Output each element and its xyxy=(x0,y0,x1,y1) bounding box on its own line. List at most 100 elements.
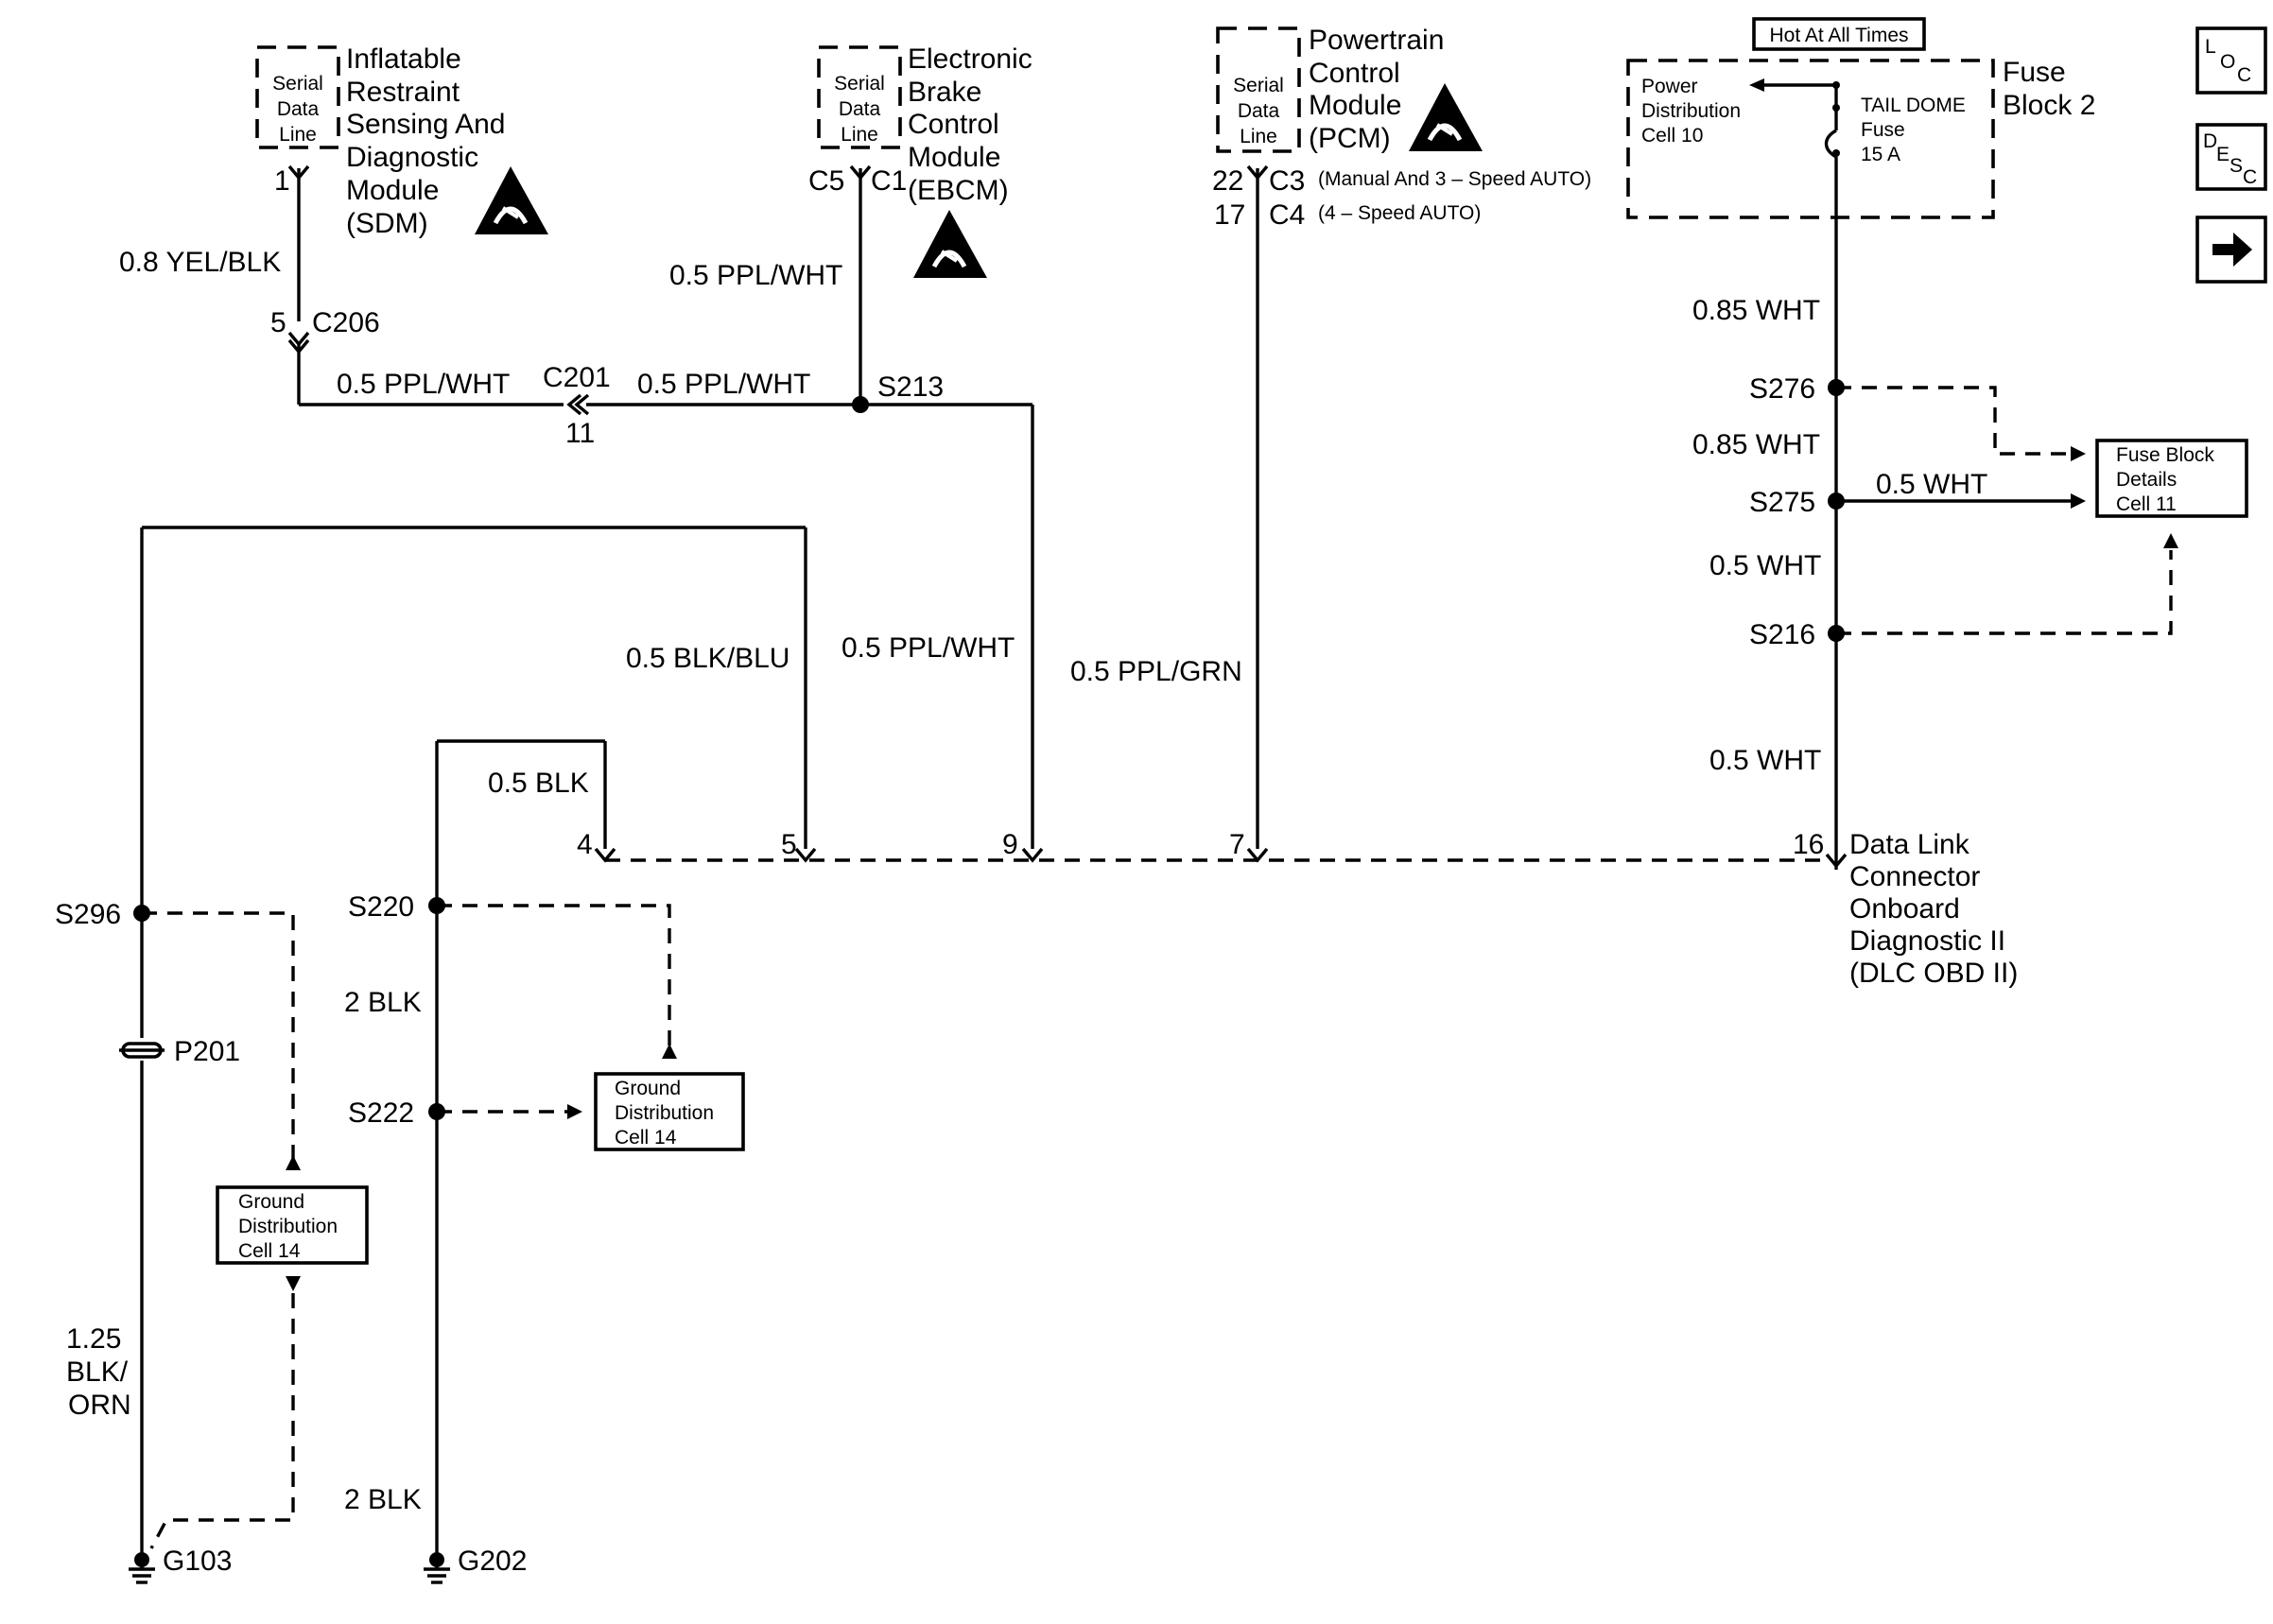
ebcm-serial-text-3: Line xyxy=(841,124,878,146)
desc-letter-e: E xyxy=(2216,144,2230,165)
arrow-right-icon xyxy=(567,1104,582,1119)
ebcm-name-1: Electronic xyxy=(908,43,1032,75)
wire-label-ppl-wht-a: 0.5 PPL/WHT xyxy=(337,369,510,400)
power-dist-line-2: Distribution xyxy=(1641,100,1741,122)
dlc-pin-7: 7 xyxy=(1229,829,1245,860)
connector-c201 xyxy=(566,393,582,416)
splice-label-s275: S275 xyxy=(1749,487,1815,518)
fuse-details-line-2: Details xyxy=(2116,469,2177,491)
ground-ref-b-3: Cell 14 xyxy=(615,1127,677,1149)
wire-label-wht-2: 0.85 WHT xyxy=(1692,429,1820,460)
pcm-serial-text-1: Serial xyxy=(1233,75,1284,96)
c206-label: C206 xyxy=(312,307,380,338)
arrow-right-icon xyxy=(2071,446,2086,461)
pcm-name-4: (PCM) xyxy=(1309,123,1391,154)
ebcm-serial-text-2: Data xyxy=(839,98,881,120)
serial-data-bus: 0.8 YEL/BLK 5 C206 0.5 PPL/WHT C201 11 0… xyxy=(119,164,1044,863)
fuse-block-name-1: Fuse xyxy=(2003,57,2066,88)
ebcm-name-5: (EBCM) xyxy=(908,175,1009,206)
pcm-data-wire: 0.5 PPL/GRN 7 xyxy=(1070,164,1269,863)
wire-label-blk: BLK/ xyxy=(66,1356,129,1388)
wire-label-yel-blk: 0.8 YEL/BLK xyxy=(119,247,281,278)
ground-ref-a-2: Distribution xyxy=(238,1216,338,1237)
sdm-serial-box xyxy=(255,45,340,149)
pcm-serial-text-2: Data xyxy=(1238,100,1280,122)
fuse-details-line-1: Fuse Block xyxy=(2116,444,2214,466)
ebcm-serial-box xyxy=(817,45,902,149)
pcm-module: Serial Data Line Powertrain Control Modu… xyxy=(1212,25,1591,231)
wire-label-ppl-wht-9: 0.5 PPL/WHT xyxy=(842,632,1015,664)
sdm-name-5: Module xyxy=(346,175,439,206)
ground-ref-b-1: Ground xyxy=(615,1078,681,1099)
desc-letter-s: S xyxy=(2230,155,2243,177)
desc-button[interactable]: D E S C xyxy=(2195,123,2267,191)
ground-ref-a-1: Ground xyxy=(238,1191,304,1213)
pcm-pin-17: 17 xyxy=(1214,199,1245,231)
wire-label-2blk-a: 2 BLK xyxy=(344,987,422,1018)
fuse-block: Hot At All Times Fuse Block 2 Power Dist… xyxy=(1626,17,2095,870)
pcm-conn-c4: C4 xyxy=(1269,199,1305,231)
wire-label-blk-blu: 0.5 BLK/BLU xyxy=(626,643,789,674)
esd-warning-icon xyxy=(913,210,987,278)
hot-label: Hot At All Times xyxy=(1769,25,1908,46)
splice-s213 xyxy=(852,396,869,413)
hot-at-all-times-box xyxy=(1752,17,1926,51)
ebcm-module: Serial Data Line Electronic Brake Contro… xyxy=(808,43,1032,278)
fuse-text-3: 15 A xyxy=(1861,144,1900,165)
fuse-block-name-2: Block 2 xyxy=(2003,90,2095,121)
p201-label: P201 xyxy=(174,1036,240,1067)
wire-label-125: 1.25 xyxy=(66,1323,121,1355)
next-page-button[interactable] xyxy=(2195,216,2267,284)
wire-label-blk: 0.5 BLK xyxy=(488,768,589,799)
loc-letter-l: L xyxy=(2205,36,2216,58)
dlc-name-3: Onboard xyxy=(1849,893,1960,924)
ground-circuit-g202: 0.5 BLK 4 S220 2 BLK S222 Ground Distrib… xyxy=(344,739,745,1584)
sdm-serial-text-3: Line xyxy=(279,124,317,146)
pcm-pin-22: 22 xyxy=(1212,165,1243,197)
wire-label-wht-4: 0.5 WHT xyxy=(1709,745,1821,776)
loc-button[interactable]: L O C xyxy=(2195,26,2267,95)
arrow-up-icon xyxy=(662,1044,677,1059)
splice-label-s213: S213 xyxy=(877,371,944,403)
arrow-up-icon xyxy=(2163,533,2178,548)
dlc-pin-4: 4 xyxy=(577,829,593,860)
sdm-serial-text-1: Serial xyxy=(272,73,323,95)
dlc-pin-9: 9 xyxy=(1002,829,1018,860)
ground-distribution-ref-b[interactable] xyxy=(594,1072,745,1151)
right-arrow-icon xyxy=(2212,233,2252,267)
pcm-name-1: Powertrain xyxy=(1309,25,1444,56)
ground-ref-b-2: Distribution xyxy=(615,1102,714,1124)
ground-ref-a-3: Cell 14 xyxy=(238,1240,301,1262)
ebcm-name-2: Brake xyxy=(908,77,981,108)
esd-warning-icon xyxy=(1409,83,1483,151)
pcm-name-2: Control xyxy=(1309,58,1400,89)
sdm-name-1: Inflatable xyxy=(346,43,461,75)
c201-label: C201 xyxy=(543,362,611,393)
splice-label-s216: S216 xyxy=(1749,619,1815,650)
dlc-name-2: Connector xyxy=(1849,861,1980,892)
splice-label-s220: S220 xyxy=(348,891,414,923)
sdm-name-3: Sensing And xyxy=(346,109,505,140)
wire-label-ppl-wht-c: 0.5 PPL/WHT xyxy=(669,260,842,291)
arrow-up-icon xyxy=(286,1155,301,1170)
wire-label-ppl-wht-b: 0.5 PPL/WHT xyxy=(637,369,810,400)
fuse-block-details-ref[interactable] xyxy=(2095,439,2248,518)
ground-label-g202: G202 xyxy=(458,1546,527,1577)
ebcm-serial-text-1: Serial xyxy=(834,73,885,95)
ground-circuit-g103: 0.5 BLK/BLU 5 S296 P201 1.25 BLK/ ORN Gr… xyxy=(55,526,817,1584)
dlc-power-circuit: 0.85 WHT S276 0.85 WHT S275 0.5 WHT 0.5 … xyxy=(1692,295,2248,989)
fuse-block-box xyxy=(1626,59,1995,219)
wire-label-wht-3: 0.5 WHT xyxy=(1709,550,1821,581)
arrow-left-icon xyxy=(1749,78,1764,92)
wire-label-ppl-grn: 0.5 PPL/GRN xyxy=(1070,656,1242,687)
pcm-note-c4: (4 – Speed AUTO) xyxy=(1318,202,1481,224)
power-dist-line-3: Cell 10 xyxy=(1641,125,1703,147)
pcm-serial-box xyxy=(1216,26,1301,153)
sdm-serial-text-2: Data xyxy=(277,98,320,120)
ground-distribution-ref-a[interactable] xyxy=(216,1185,369,1265)
arrow-down-icon xyxy=(286,1276,301,1291)
wire-label-wht-1: 0.85 WHT xyxy=(1692,295,1820,326)
desc-letter-d: D xyxy=(2203,130,2217,152)
fuse-details-line-3: Cell 11 xyxy=(2116,493,2177,515)
